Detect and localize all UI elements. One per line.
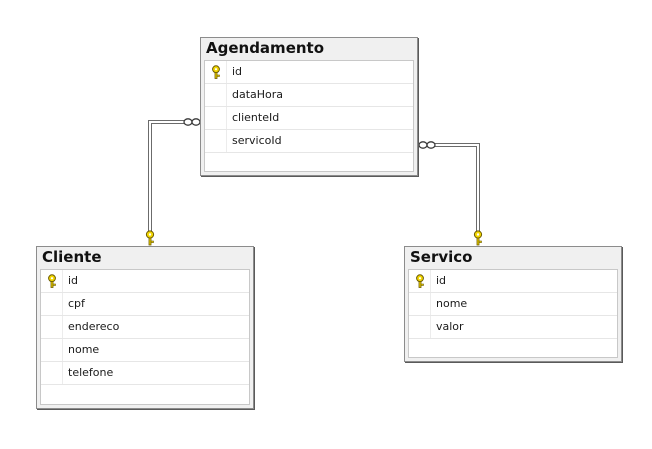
- row-gutter: [409, 270, 431, 292]
- key-icon: [473, 230, 483, 246]
- column-name: endereco: [68, 320, 120, 333]
- column-name: telefone: [68, 366, 114, 379]
- column-name: clienteId: [232, 111, 280, 124]
- table-columns: id nome valor: [408, 269, 618, 358]
- table-columns: id cpf endereco nome telefone: [40, 269, 250, 405]
- column-name: id: [232, 65, 243, 78]
- column-name: id: [436, 274, 447, 287]
- column-name: id: [68, 274, 79, 287]
- row-gutter: [409, 316, 431, 338]
- table-title: Cliente: [42, 248, 102, 266]
- primary-key-icon: [416, 274, 424, 288]
- key-icon: [145, 230, 155, 246]
- column-row[interactable]: id: [41, 270, 249, 293]
- relationship-agendamento-servico: [435, 143, 480, 235]
- infinity-icon: [183, 118, 201, 126]
- table-servico[interactable]: Servico id nome valor: [404, 246, 622, 362]
- row-gutter: [41, 339, 63, 361]
- column-row[interactable]: valor: [409, 316, 617, 339]
- primary-key-icon: [48, 274, 56, 288]
- column-name: dataHora: [232, 88, 284, 101]
- infinity-icon: [418, 141, 436, 149]
- relationship-agendamento-cliente: [148, 120, 185, 235]
- row-gutter: [41, 316, 63, 338]
- primary-key-icon: [212, 65, 220, 79]
- column-name: cpf: [68, 297, 85, 310]
- column-row[interactable]: telefone: [41, 362, 249, 385]
- row-gutter: [205, 84, 227, 106]
- column-name: nome: [436, 297, 468, 310]
- table-title: Agendamento: [206, 39, 325, 57]
- table-cliente[interactable]: Cliente id cpf endereco nome telefone: [36, 246, 254, 409]
- column-row[interactable]: id: [409, 270, 617, 293]
- row-gutter: [205, 130, 227, 152]
- column-name: nome: [68, 343, 100, 356]
- table-columns: id dataHora clienteId servicoId: [204, 60, 414, 172]
- row-gutter: [409, 293, 431, 315]
- table-title: Servico: [410, 248, 473, 266]
- column-name: servicoId: [232, 134, 282, 147]
- column-row[interactable]: dataHora: [205, 84, 413, 107]
- column-row[interactable]: cpf: [41, 293, 249, 316]
- row-gutter: [205, 107, 227, 129]
- column-row[interactable]: id: [205, 61, 413, 84]
- column-row[interactable]: nome: [409, 293, 617, 316]
- column-row[interactable]: endereco: [41, 316, 249, 339]
- row-gutter: [41, 270, 63, 292]
- table-agendamento[interactable]: Agendamento id dataHora clienteId servic…: [200, 37, 418, 176]
- column-name: valor: [436, 320, 464, 333]
- row-gutter: [205, 61, 227, 83]
- column-row[interactable]: clienteId: [205, 107, 413, 130]
- row-gutter: [41, 362, 63, 384]
- column-row[interactable]: servicoId: [205, 130, 413, 153]
- row-gutter: [41, 293, 63, 315]
- column-row[interactable]: nome: [41, 339, 249, 362]
